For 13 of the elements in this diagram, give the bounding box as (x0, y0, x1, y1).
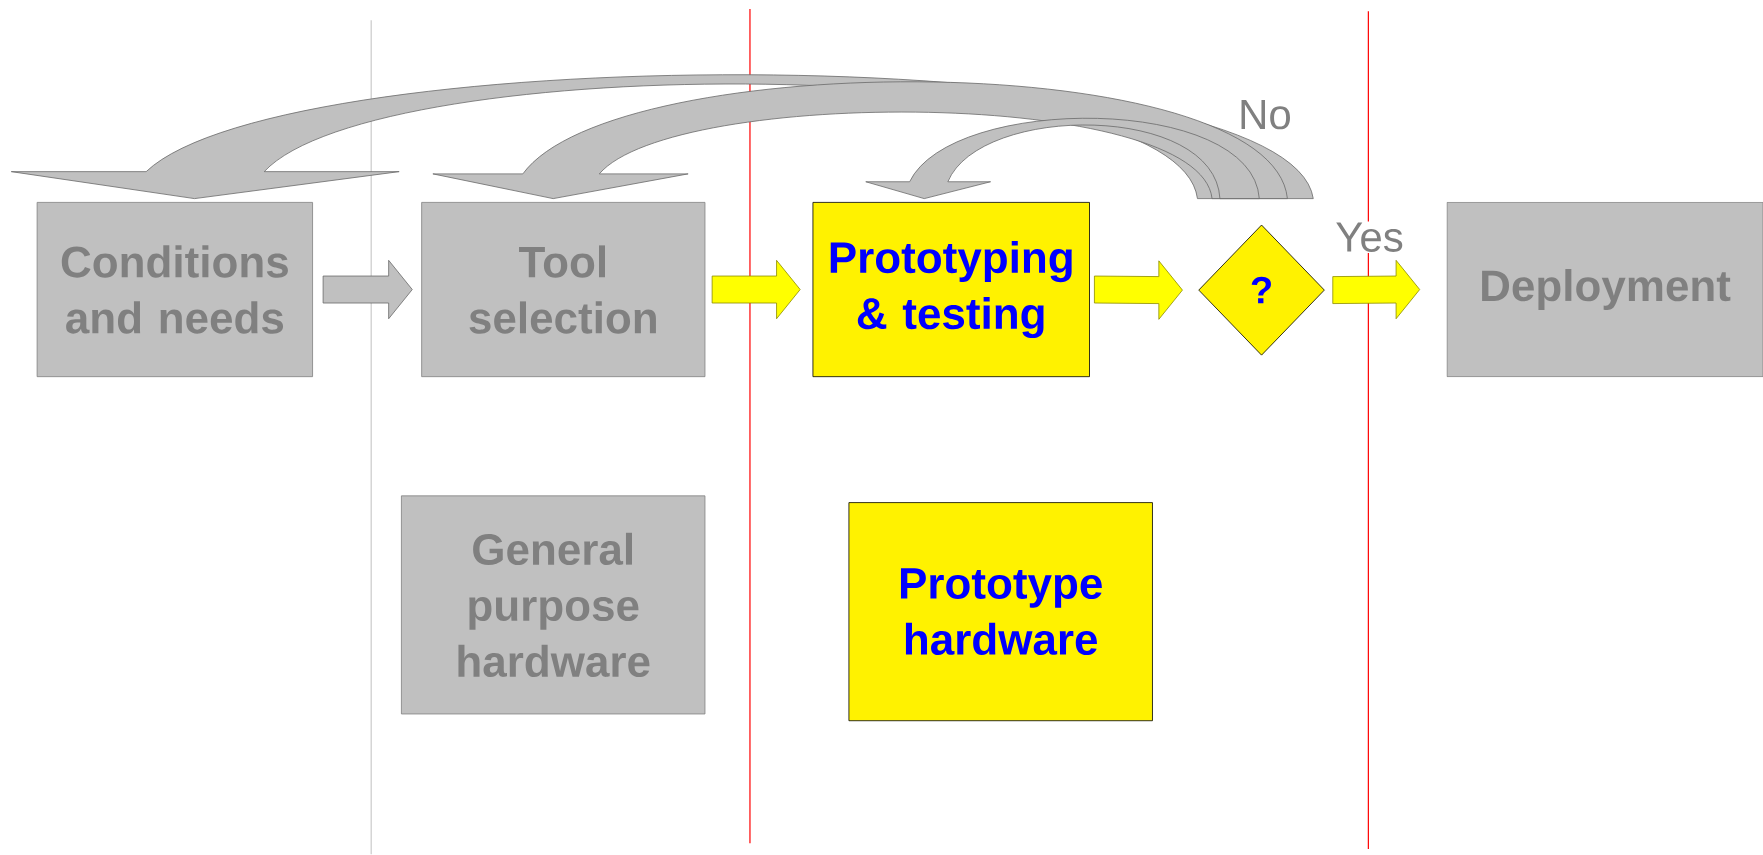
curved-arrow (865, 118, 1260, 200)
block-arrow (322, 260, 413, 320)
block-arrow (711, 260, 801, 320)
step-box: Tool selection (421, 202, 706, 378)
block-arrow (1332, 260, 1421, 320)
step-box: Deployment (1446, 202, 1763, 378)
step-box: Prototype hardware (848, 502, 1153, 722)
step-box: General purpose hardware (401, 495, 706, 715)
edge-label: Yes (1334, 221, 1405, 254)
step-box: Conditions and needs (36, 202, 313, 378)
edge-label: No (1237, 99, 1293, 131)
block-arrow (1094, 260, 1183, 320)
step-box: Prototyping & testing (812, 202, 1090, 378)
